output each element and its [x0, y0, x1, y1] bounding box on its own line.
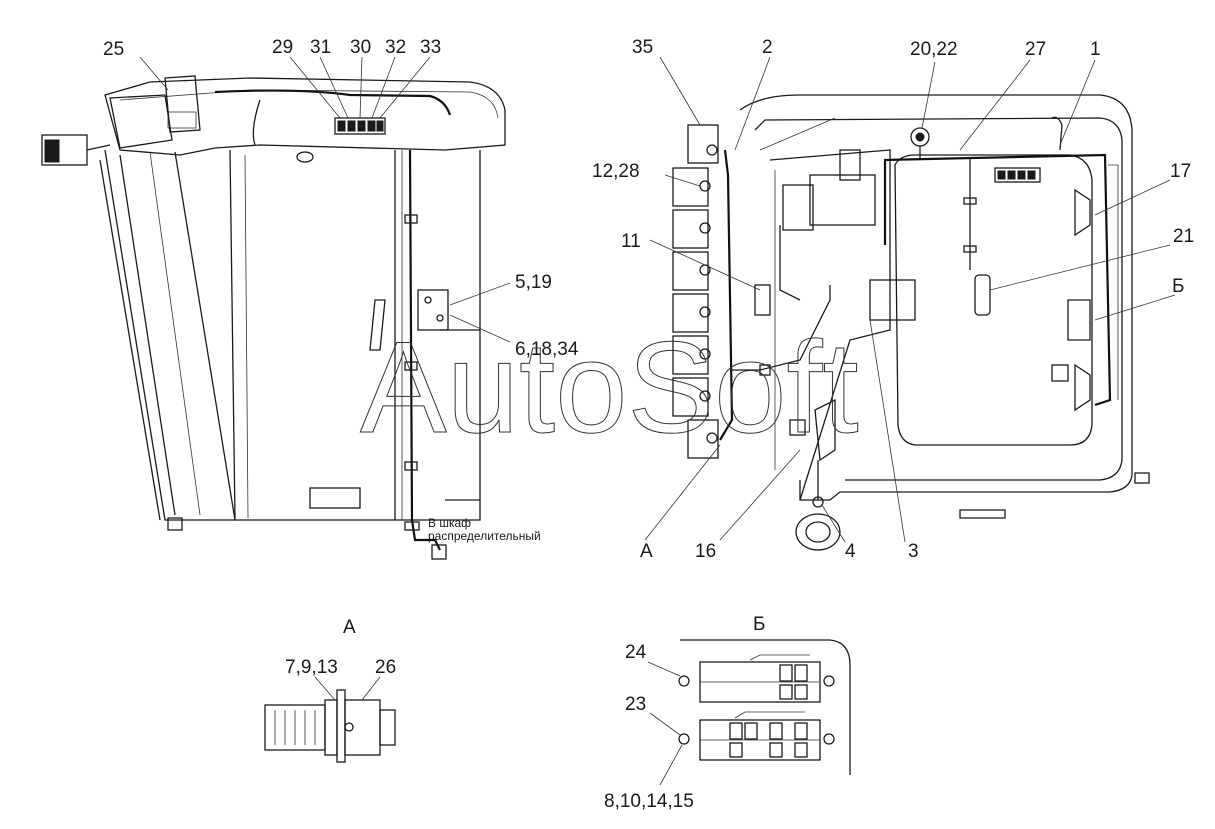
callout-32: 32 — [385, 37, 406, 58]
callout-2: 2 — [762, 37, 773, 58]
note-line-1: В шкаф — [428, 516, 471, 530]
note-line-2: распределительный — [428, 529, 541, 543]
callout-7-9-13: 7,9,13 — [285, 657, 338, 678]
callout-30: 30 — [350, 37, 371, 58]
callout-1: 1 — [1090, 39, 1101, 60]
callout-31: 31 — [310, 37, 331, 58]
callout-11: 11 — [621, 231, 641, 252]
callout-16: 16 — [695, 541, 716, 562]
callout-12-28: 12,28 — [592, 161, 640, 182]
detail-view-a — [264, 689, 396, 763]
view-a-title: А — [343, 617, 356, 638]
callout-20-22: 20,22 — [910, 39, 958, 60]
cab-side-view — [41, 75, 506, 560]
callout-24: 24 — [625, 642, 647, 663]
callout-35: 35 — [632, 37, 653, 58]
callout-4: 4 — [845, 541, 856, 562]
callout-23: 23 — [625, 694, 646, 715]
lamp-row — [672, 124, 719, 459]
callout-a: А — [640, 541, 653, 562]
callout-26: 26 — [375, 657, 396, 678]
callout-29: 29 — [272, 37, 293, 58]
callout-27: 27 — [1025, 39, 1046, 60]
leader-lines — [139, 56, 1176, 786]
callout-3: 3 — [908, 541, 919, 562]
callout-b-cyr: Б — [1172, 276, 1184, 297]
callout-5-19: 5,19 — [515, 272, 552, 293]
watermark-text: AutoSoft — [360, 314, 859, 460]
detail-view-b — [678, 639, 851, 775]
callout-8-10-14-15: 8,10,14,15 — [604, 791, 694, 812]
callout-labels: 25 29 31 30 32 33 35 2 20,22 27 1 12,28 … — [103, 37, 1194, 812]
view-b-title: Б — [753, 614, 765, 635]
callout-21: 21 — [1173, 226, 1194, 247]
callout-25: 25 — [103, 39, 124, 60]
callout-6-18-34: 6,18,34 — [515, 339, 579, 360]
cab-top-view — [672, 94, 1150, 551]
callout-33: 33 — [420, 37, 441, 58]
callout-17: 17 — [1170, 161, 1191, 182]
